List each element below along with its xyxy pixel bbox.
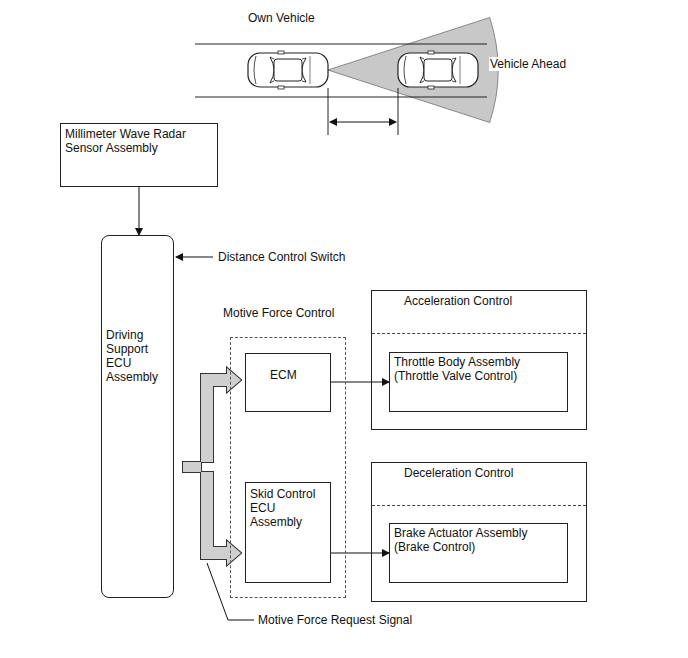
lane-line — [195, 44, 487, 45]
radar-beam — [328, 18, 498, 123]
node-text: Deceleration Control — [404, 466, 582, 480]
ecu-box: Skid Control ECU Assembly — [245, 482, 331, 583]
dimension-line — [398, 88, 399, 135]
connector-arrow — [331, 382, 389, 383]
connector-arrow — [139, 187, 140, 235]
signal-arrow-fill — [183, 462, 241, 565]
signal-label: Motive Force Request Signal — [257, 613, 413, 627]
actuator-box: Throttle Body Assembly (Throttle Valve C… — [389, 352, 568, 412]
switch-leader — [176, 257, 213, 258]
section-divider — [372, 333, 586, 334]
node-text: ECM — [270, 368, 326, 382]
sensor-box: Millimeter Wave Radar Sensor Assembly — [60, 123, 218, 187]
node-text: Millimeter Wave Radar Sensor Assembly — [65, 127, 213, 155]
lane-line — [195, 97, 487, 98]
node-text: Driving Support ECU Assembly — [106, 328, 169, 384]
node-text: Brake Actuator Assembly (Brake Control) — [394, 526, 544, 554]
node-text: Throttle Body Assembly (Throttle Valve C… — [394, 355, 544, 383]
ecm-box: ECM — [245, 353, 331, 412]
node-text: Acceleration Control — [404, 294, 582, 308]
switch-label: Distance Control Switch — [217, 250, 346, 264]
control-panel: Acceleration ControlThrottle Body Assemb… — [371, 290, 587, 430]
section-divider — [372, 505, 586, 506]
dimension-line — [328, 88, 329, 135]
signal-arrow — [183, 368, 241, 472]
signal-arrow — [183, 462, 241, 565]
distance-arrow — [330, 122, 396, 123]
vehicle-label: Vehicle Ahead — [489, 57, 567, 71]
control-panel: Deceleration ControlBrake Actuator Assem… — [371, 462, 587, 602]
group-heading: Motive Force Control — [223, 306, 334, 320]
connector-arrow — [331, 553, 389, 554]
node-text: Skid Control ECU Assembly — [250, 487, 320, 529]
actuator-box: Brake Actuator Assembly (Brake Control) — [389, 523, 568, 583]
signal-arrow-fill — [183, 368, 241, 472]
vehicle-label: Own Vehicle — [247, 11, 316, 25]
ecu-box: Driving Support ECU Assembly — [101, 235, 174, 598]
control-group: Motive Force ControlECMSkid Control ECU … — [230, 337, 346, 598]
